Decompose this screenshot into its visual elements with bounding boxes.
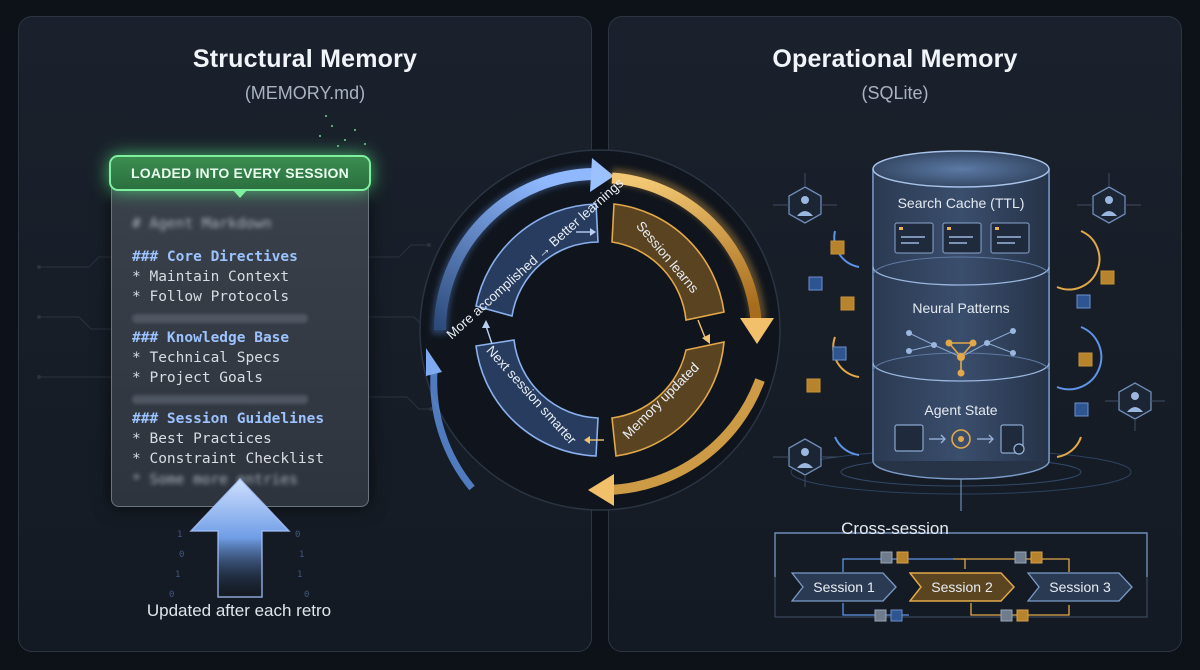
session-1-box: Session 1 [791,572,897,602]
operational-subtitle: (SQLite) [861,83,929,103]
md-heading-guidelines: ### Session Guidelines [132,411,325,427]
structural-title: Structural Memory [192,45,418,73]
md-blurred-line [132,395,308,404]
md-item: * Best Practices [132,431,272,447]
session-1-label: Session 1 [813,579,875,595]
structural-subtitle: (MEMORY.md) [244,83,366,103]
operational-title: Operational Memory [772,45,1018,73]
cross-session-label: Cross-session [841,519,949,538]
updated-caption: Updated after each retro [146,601,332,620]
layer-neural-patterns: Neural Patterns [912,300,1010,316]
session-2-label: Session 2 [931,579,993,595]
session-3-box: Session 3 [1027,572,1133,602]
badge-pointer [232,189,248,198]
md-heading-core: ### Core Directives [132,249,298,265]
md-item: * Project Goals [132,370,263,386]
md-item: * Technical Specs [132,350,281,366]
session-2-box: Session 2 [909,572,1015,602]
session-3-label: Session 3 [1049,579,1111,595]
sqlite-cylinder [773,150,1165,622]
md-item: * Follow Protocols [132,289,290,305]
md-blurred-line [132,314,308,323]
md-heading-knowledge: ### Knowledge Base [132,330,290,346]
loaded-into-every-session-badge: LOADED INTO EVERY SESSION [109,155,371,191]
layer-agent-state: Agent State [924,402,998,418]
layer-search-cache: Search Cache (TTL) [897,195,1025,211]
md-file-heading: # Agent Markdown [132,216,272,232]
md-item: * Maintain Context [132,269,290,285]
md-item: * Constraint Checklist [132,451,325,467]
